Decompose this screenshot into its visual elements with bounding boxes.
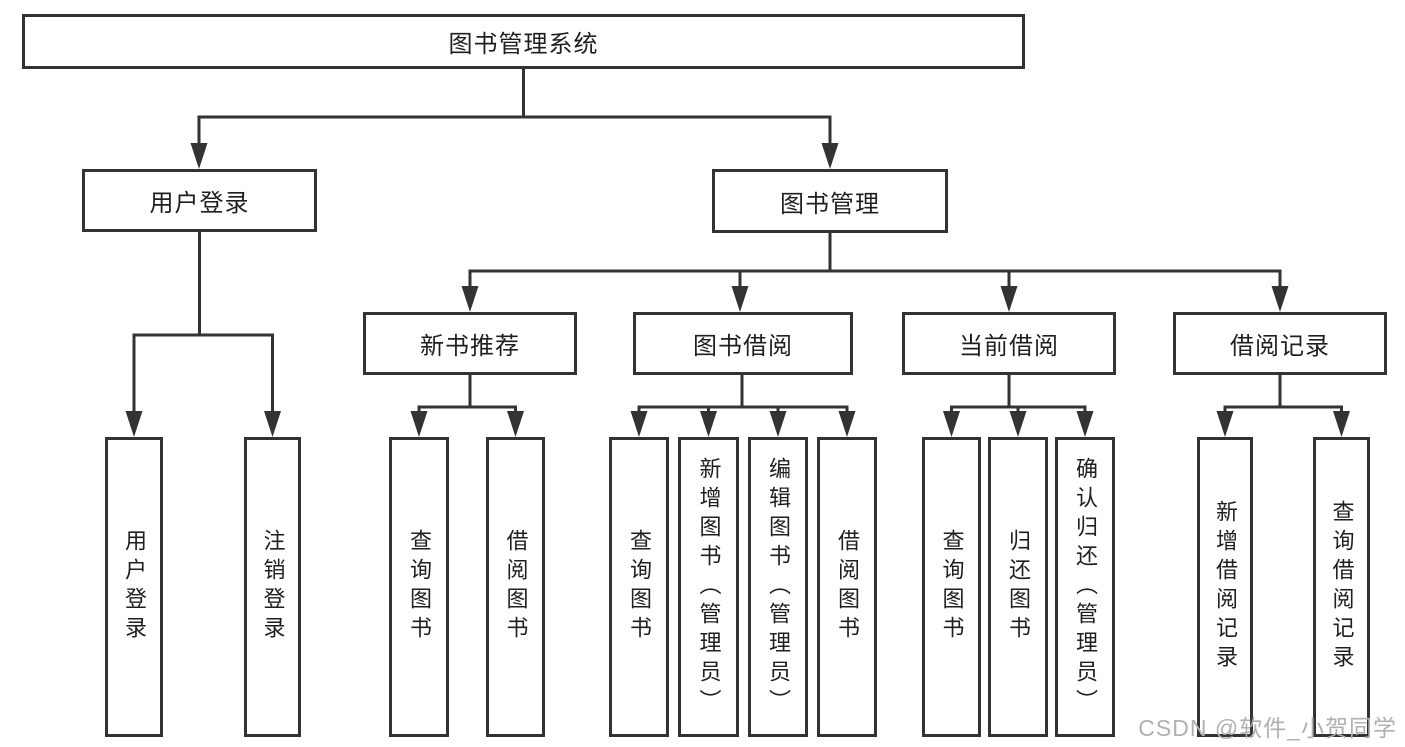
book-borrow-split-drop-2-arrowhead-icon	[769, 411, 787, 437]
csdn-watermark: CSDN @软件_小贺同学	[1138, 715, 1397, 741]
leaf-records-query-record: 查询借阅记录	[1313, 437, 1370, 737]
node-label: 新增借阅记录	[1213, 500, 1238, 674]
node-label: 编辑图书（管理员）	[766, 456, 791, 718]
leaf-borrow-borrow-books: 借阅图书	[817, 437, 877, 737]
node-label: 借阅图书	[835, 529, 860, 645]
node-label: 用户登录	[149, 190, 250, 217]
node-label: 当前借阅	[959, 333, 1059, 360]
node-new-book-recommendation: 新书推荐	[363, 312, 577, 375]
leaf-current-return-books: 归还图书	[988, 437, 1048, 737]
new-book-rec-split-drop-0-arrowhead-icon	[410, 411, 428, 437]
node-label: 查询图书	[627, 529, 652, 645]
node-label: 借阅记录	[1230, 333, 1330, 360]
node-label: 查询借阅记录	[1329, 500, 1355, 674]
node-label: 注销登录	[260, 529, 286, 645]
leaf-recommend-query-books: 查询图书	[389, 437, 449, 737]
current-borrow-split-drop-0-arrowhead-icon	[943, 411, 960, 437]
node-borrowing-records: 借阅记录	[1173, 312, 1387, 375]
node-label: 归还图书	[1006, 529, 1031, 645]
leaf-borrow-query-books: 查询图书	[609, 437, 669, 737]
node-label: 用户登录	[122, 529, 147, 645]
book-mgmt-split-drop-1-arrowhead-icon	[731, 286, 749, 312]
book-borrow-split-drop-3-arrowhead-icon	[838, 411, 856, 437]
book-mgmt-split-drop-3-arrowhead-icon	[1271, 286, 1289, 312]
user-login-split-drop-1-arrowhead-icon	[264, 411, 281, 437]
node-label: 图书管理系统	[448, 31, 599, 58]
leaf-records-add-record: 新增借阅记录	[1197, 437, 1253, 737]
borrow-records-split-drop-1-arrowhead-icon	[1333, 411, 1350, 437]
leaf-recommend-borrow-books: 借阅图书	[486, 437, 545, 737]
leaf-logout: 注销登录	[244, 437, 301, 737]
book-borrow-split-drop-0-arrowhead-icon	[630, 411, 648, 437]
node-label: 确认归还（管理员）	[1073, 456, 1098, 718]
new-book-rec-split-drop-1-arrowhead-icon	[507, 411, 524, 437]
current-borrow-split-drop-1-arrowhead-icon	[1009, 411, 1027, 437]
node-label: 新书推荐	[420, 333, 520, 360]
leaf-borrow-add-books-admin: 新增图书（管理员）	[678, 437, 739, 737]
node-book-management: 图书管理	[712, 169, 948, 233]
node-label: 借阅图书	[503, 529, 529, 645]
node-label: 图书管理	[780, 190, 880, 218]
node-book-borrowing: 图书借阅	[633, 312, 853, 375]
book-mgmt-split-drop-2-arrowhead-icon	[1000, 286, 1018, 312]
node-user-login: 用户登录	[82, 169, 317, 232]
node-label: 新增图书（管理员）	[696, 456, 722, 718]
book-mgmt-split-drop-0-arrowhead-icon	[461, 286, 479, 312]
leaf-borrow-edit-books-admin: 编辑图书（管理员）	[748, 437, 808, 737]
node-label: 查询图书	[407, 529, 432, 645]
node-current-borrowing: 当前借阅	[902, 312, 1116, 375]
root-split-drop-1-arrowhead-icon	[821, 143, 839, 169]
node-label: 图书借阅	[693, 333, 793, 360]
leaf-user-login: 用户登录	[105, 437, 163, 737]
current-borrow-split-drop-2-arrowhead-icon	[1076, 411, 1094, 437]
user-login-split-drop-0-arrowhead-icon	[125, 411, 143, 437]
node-library-management-system: 图书管理系统	[22, 14, 1025, 69]
leaf-current-confirm-return-admin: 确认归还（管理员）	[1055, 437, 1115, 737]
borrow-records-split-drop-0-arrowhead-icon	[1216, 411, 1234, 437]
root-split-drop-0-arrowhead-icon	[190, 143, 208, 169]
book-borrow-split-drop-1-arrowhead-icon	[700, 411, 717, 437]
leaf-current-query-books: 查询图书	[922, 437, 981, 737]
node-label: 查询图书	[939, 529, 965, 645]
